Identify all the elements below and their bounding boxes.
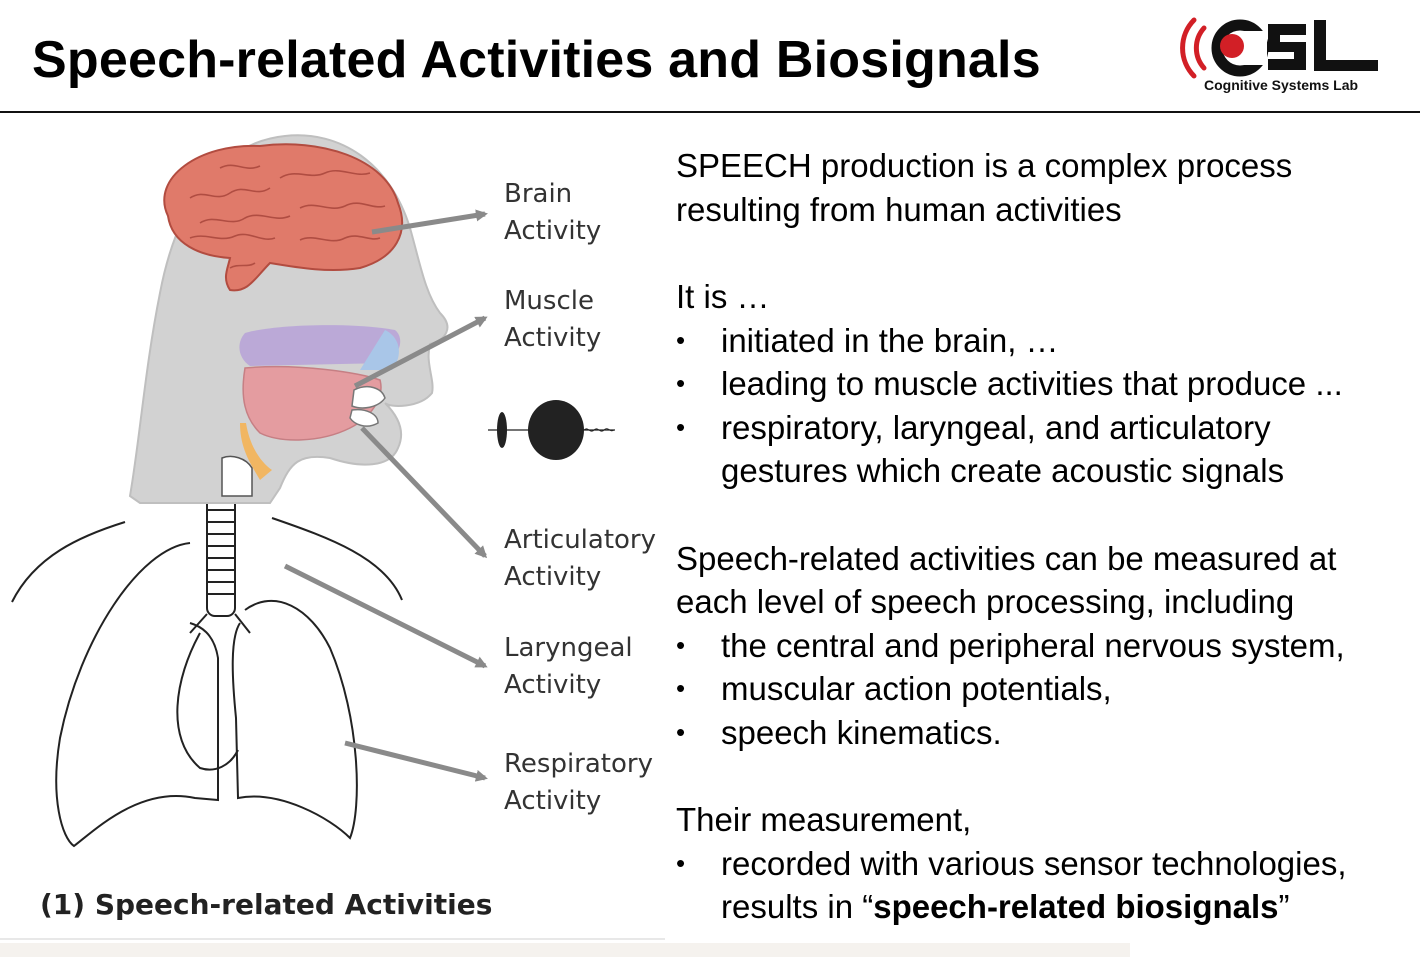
activity-arrows <box>283 209 488 782</box>
label-line: Activity <box>504 670 602 700</box>
brain-arrow <box>371 209 488 235</box>
bullet-icon: • <box>676 629 686 660</box>
caption-divider <box>0 938 665 940</box>
brain-icon <box>163 143 404 292</box>
bullet-item: • leading to muscle activities that produ… <box>676 362 1416 406</box>
larynx <box>221 455 253 497</box>
oral-cavity <box>242 365 382 441</box>
nasal-cavity <box>239 325 401 366</box>
epiglottis <box>240 423 272 480</box>
measure-line: Speech-related activities can be measure… <box>676 539 1337 577</box>
bullet-text: leading to muscle activities that produc… <box>721 365 1343 402</box>
laryngeal-arrow <box>283 563 488 669</box>
bullet-item: • muscular action potentials, <box>676 667 1416 711</box>
title-divider <box>0 111 1420 113</box>
label-line: Activity <box>504 216 602 246</box>
label-line: Activity <box>504 562 602 592</box>
bullet-item: • respiratory, laryngeal, and articulator… <box>676 406 1416 450</box>
respiratory-arrow <box>344 740 488 782</box>
bullet-text: muscular action potentials, <box>721 670 1112 707</box>
bullet-text-prefix: results in “ <box>721 888 874 925</box>
bullet-text-emphasis: speech-related biosignals <box>873 888 1279 925</box>
torso-outline <box>11 517 403 848</box>
label-line: Laryngeal <box>504 633 633 663</box>
label-respiratory-activity: Respiratory Activity <box>504 746 653 820</box>
bullet-text-suffix: ” <box>1278 888 1290 925</box>
it-is-heading: It is … <box>676 278 770 315</box>
footer-strip <box>0 943 1130 957</box>
bullet-item: • the central and peripheral nervous syst… <box>676 624 1416 668</box>
description-text: SPEECH production is a complex process r… <box>676 144 1416 929</box>
bullet-text: initiated in the brain, … <box>721 321 1059 359</box>
bullet-item: • initiated in the brain, … <box>676 319 1416 363</box>
label-laryngeal-activity: Laryngeal Activity <box>504 630 633 704</box>
figure-caption: (1) Speech-related Activities <box>40 888 493 921</box>
bullet-text: recorded with various sensor technologie… <box>721 844 1347 882</box>
bullet-text: the central and peripheral nervous syste… <box>721 626 1345 664</box>
bullet-continuation: results in “speech-related biosignals” <box>676 885 1416 929</box>
bullet-item: • recorded with various sensor technologi… <box>676 842 1416 886</box>
label-line: Respiratory <box>504 749 653 779</box>
trachea <box>189 495 251 634</box>
bullet-text: respiratory, laryngeal, and articulatory <box>721 408 1271 446</box>
lips <box>349 386 386 427</box>
bullet-text: speech kinematics. <box>721 713 1002 751</box>
bullet-icon: • <box>676 368 686 398</box>
label-line: Activity <box>504 323 602 353</box>
articulatory-arrow <box>360 426 488 559</box>
bullet-icon: • <box>676 324 686 355</box>
bullet-text: gestures which create acoustic signals <box>721 452 1285 489</box>
label-line: Brain <box>504 179 573 209</box>
measure-line: each level of speech processing, includi… <box>676 583 1295 620</box>
csl-logo <box>1180 17 1378 79</box>
bullet-icon: • <box>676 847 686 878</box>
bullet-continuation: gestures which create acoustic signals <box>676 449 1416 493</box>
waveform-icon <box>488 400 615 460</box>
bullet-icon: • <box>676 716 686 747</box>
bullet-item: • speech kinematics. <box>676 711 1416 755</box>
label-muscle-activity: Muscle Activity <box>504 283 601 357</box>
bullet-icon: • <box>676 673 686 703</box>
logo-subtitle: Cognitive Systems Lab <box>1204 77 1359 93</box>
label-brain-activity: Brain Activity <box>504 176 601 250</box>
bullet-icon: • <box>676 411 686 442</box>
label-articulatory-activity: Articulatory Activity <box>504 522 656 596</box>
label-line: Muscle <box>504 286 594 316</box>
label-line: Activity <box>504 786 602 816</box>
muscle-arrow <box>353 315 488 389</box>
intro-line: SPEECH production is a complex process <box>676 147 1293 184</box>
their-measurement-heading: Their measurement, <box>676 801 972 838</box>
page-title: Speech-related Activities and Biosignals <box>32 31 1041 89</box>
speech-anatomy-figure <box>11 134 615 848</box>
intro-line: resulting from human activities <box>676 190 1122 228</box>
label-line: Articulatory <box>504 525 657 555</box>
